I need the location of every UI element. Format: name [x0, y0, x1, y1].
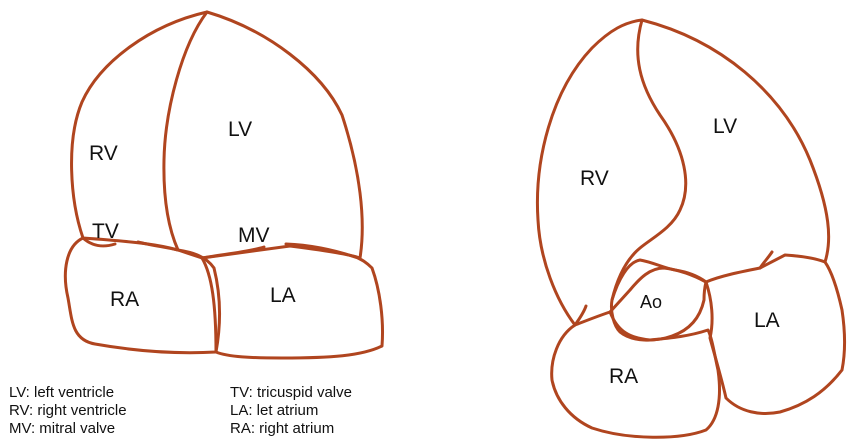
- right-left-atrium-outline: [706, 262, 845, 413]
- legend-item-lv: LV: left ventricle: [9, 384, 114, 402]
- left-heart-diagram: RV LV TV MV RA LA: [65, 12, 382, 358]
- left-tricuspid-leaflet-2: [138, 242, 178, 250]
- right-lv-label: LV: [713, 115, 737, 138]
- right-ra-label: RA: [609, 365, 638, 388]
- left-lv-label: LV: [228, 118, 252, 141]
- legend-item-ra: RA: right atrium: [230, 420, 334, 438]
- legend-item-tv: TV: tricuspid valve: [230, 384, 352, 402]
- left-septum: [164, 12, 207, 250]
- legend-item-rv: RV: right ventricle: [9, 402, 127, 420]
- left-right-atrium-outline: [65, 238, 219, 353]
- legend-item-mv: MV: mitral valve: [9, 420, 115, 438]
- left-rv-label: RV: [89, 142, 118, 165]
- left-ra-label: RA: [110, 288, 139, 311]
- right-la-label: LA: [754, 309, 780, 332]
- left-la-label: LA: [270, 284, 296, 307]
- left-mitral-leaflet: [202, 247, 264, 258]
- right-heart-diagram: RV LV Ao RA LA: [537, 20, 844, 437]
- right-ao-label: Ao: [640, 292, 662, 312]
- right-rv-label: RV: [580, 167, 609, 190]
- right-septum: [612, 20, 686, 300]
- left-mv-label: MV: [238, 224, 270, 247]
- left-tv-label: TV: [92, 220, 119, 243]
- left-left-atrium-outline: [202, 258, 383, 358]
- legend-item-la: LA: let atrium: [230, 402, 318, 420]
